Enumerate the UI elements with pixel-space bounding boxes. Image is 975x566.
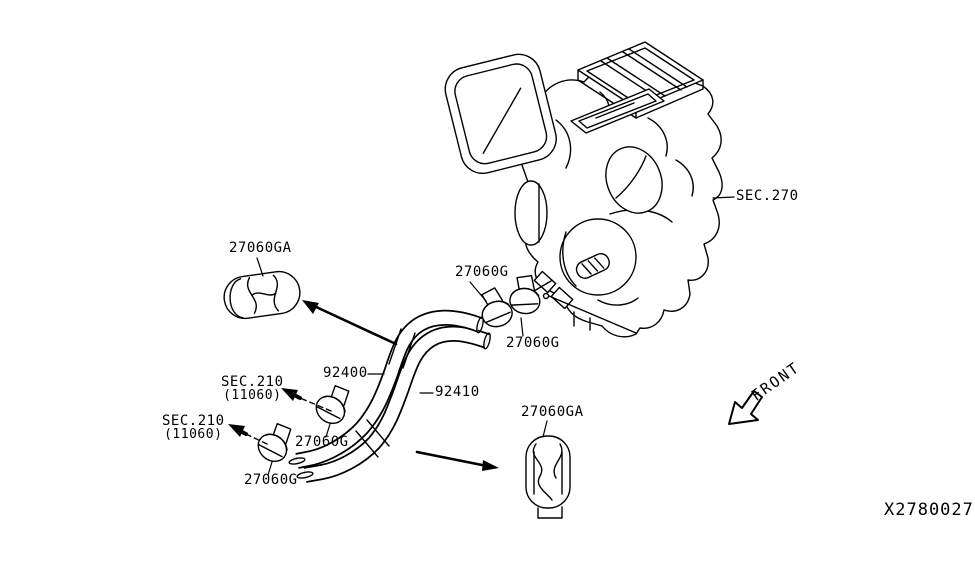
hose-stub-pipes	[533, 270, 637, 334]
grommet-bottom-right	[525, 435, 571, 519]
install-arrow-to-bottom-grommet	[415, 450, 499, 471]
heater-pipe-hatched	[575, 253, 610, 279]
hvac-unit-drawing	[444, 41, 723, 338]
part-label-hose-92410: 92410	[435, 384, 480, 400]
section-ref-line1: SEC.210	[221, 374, 284, 390]
part-label-clamp-lower-mid: 27060G	[295, 434, 349, 450]
heater-hose-92400	[288, 309, 484, 469]
hose-clamp-upper-right	[507, 272, 552, 317]
section-ref-engine-upper: SEC.210 (11060)	[221, 374, 284, 403]
part-label-grommet-top: 27060GA	[229, 240, 292, 256]
section-label-hvac: SEC.270	[736, 188, 799, 204]
heater-core-shroud	[559, 218, 637, 296]
section-ref-line2: (11060)	[223, 388, 282, 403]
front-arrow-icon	[728, 390, 763, 425]
section-ref-engine-lower: SEC.210 (11060)	[162, 413, 225, 442]
side-duct-pod	[514, 180, 548, 246]
sec210-reference-arrow-lower	[228, 424, 268, 445]
part-label-clamp-upper-left: 27060G	[455, 264, 509, 280]
upper-vent-opening	[570, 88, 665, 134]
section-ref-line1: SEC.210	[162, 413, 225, 429]
part-label-clamp-lower-left: 27060G	[244, 472, 298, 488]
sec210-reference-arrow-upper	[281, 388, 332, 412]
hose-clamp-lower-mid	[310, 379, 359, 430]
hose-sleeve-marks	[355, 328, 416, 458]
part-label-grommet-bottom: 27060GA	[521, 404, 584, 420]
drawing-number: X2780027	[884, 500, 974, 520]
blower-housing	[605, 146, 663, 214]
heater-hose-92410	[296, 325, 491, 483]
top-vent-frame	[577, 41, 704, 119]
install-arrow-to-top-grommet	[302, 300, 398, 346]
section-ref-line2: (11060)	[164, 427, 223, 442]
grommet-top-left	[223, 270, 301, 320]
leader-lines	[256, 196, 735, 476]
intake-flange	[444, 53, 557, 175]
part-label-hose-92400: 92400	[323, 365, 368, 381]
part-label-clamp-upper-right: 27060G	[506, 335, 560, 351]
